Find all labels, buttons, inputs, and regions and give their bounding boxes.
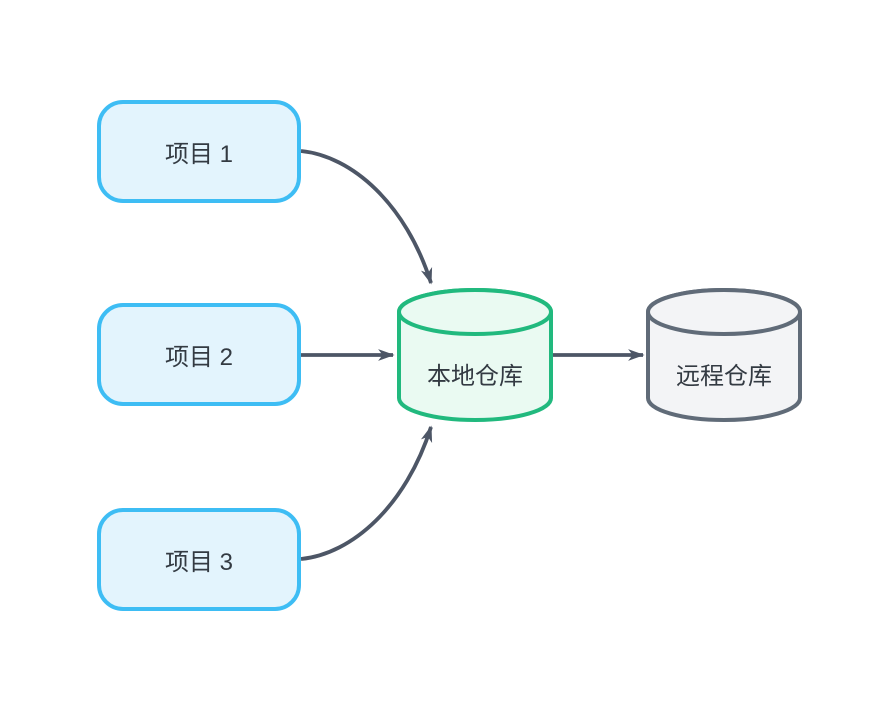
edge-project3-to-local-repo <box>300 425 433 561</box>
node-remote-repo-label: 远程仓库 <box>676 363 772 390</box>
node-remote-repo <box>646 288 802 422</box>
edge-project1-to-local-repo <box>300 149 433 285</box>
node-local-repo-label: 本地仓库 <box>427 363 523 390</box>
node-project-1: 项目 1 <box>97 100 301 203</box>
node-local-repo <box>397 288 553 422</box>
node-project-2-label: 项目 2 <box>164 344 233 371</box>
node-project-3: 项目 3 <box>97 508 301 611</box>
node-project-1-label: 项目 1 <box>164 141 233 168</box>
remote-repo-cylinder-top <box>646 288 802 336</box>
node-project-2: 项目 2 <box>97 303 301 406</box>
local-repo-cylinder-top <box>397 288 553 336</box>
node-project-3-label: 项目 3 <box>164 549 233 576</box>
